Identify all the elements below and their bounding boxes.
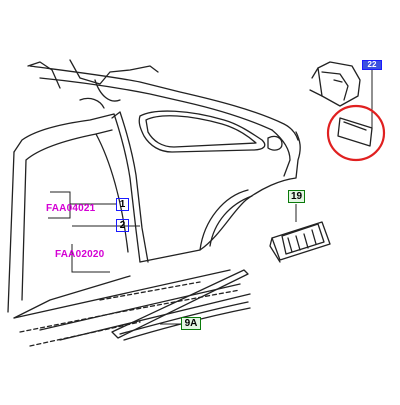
trim-strip: [111, 269, 249, 339]
callout-22[interactable]: 22: [362, 60, 382, 70]
callout-1[interactable]: 1: [116, 198, 129, 211]
wheel-arch: [199, 189, 249, 251]
leader-1: [48, 191, 71, 219]
b-pillar: [119, 111, 149, 263]
callout-9a[interactable]: 9A: [181, 317, 201, 330]
callout-2[interactable]: 2: [116, 219, 129, 232]
rocker-sill: [13, 269, 251, 341]
grille-19: [271, 221, 331, 261]
door-opening: [13, 113, 115, 153]
fuel-door: [267, 135, 283, 151]
patch-22: [337, 117, 373, 147]
bracket-22: [317, 61, 361, 107]
roof-inner-line: [39, 77, 273, 131]
part-code-faa04021: FAA04021: [46, 203, 96, 214]
quarter-panel: [139, 131, 301, 263]
part-code-faa02020: FAA02020: [55, 249, 105, 260]
roof-outline: [29, 65, 299, 141]
callout-19[interactable]: 19: [288, 190, 305, 203]
highlight-circle: [326, 104, 386, 162]
quarter-window: [138, 110, 266, 153]
rear-structure: [27, 59, 159, 89]
